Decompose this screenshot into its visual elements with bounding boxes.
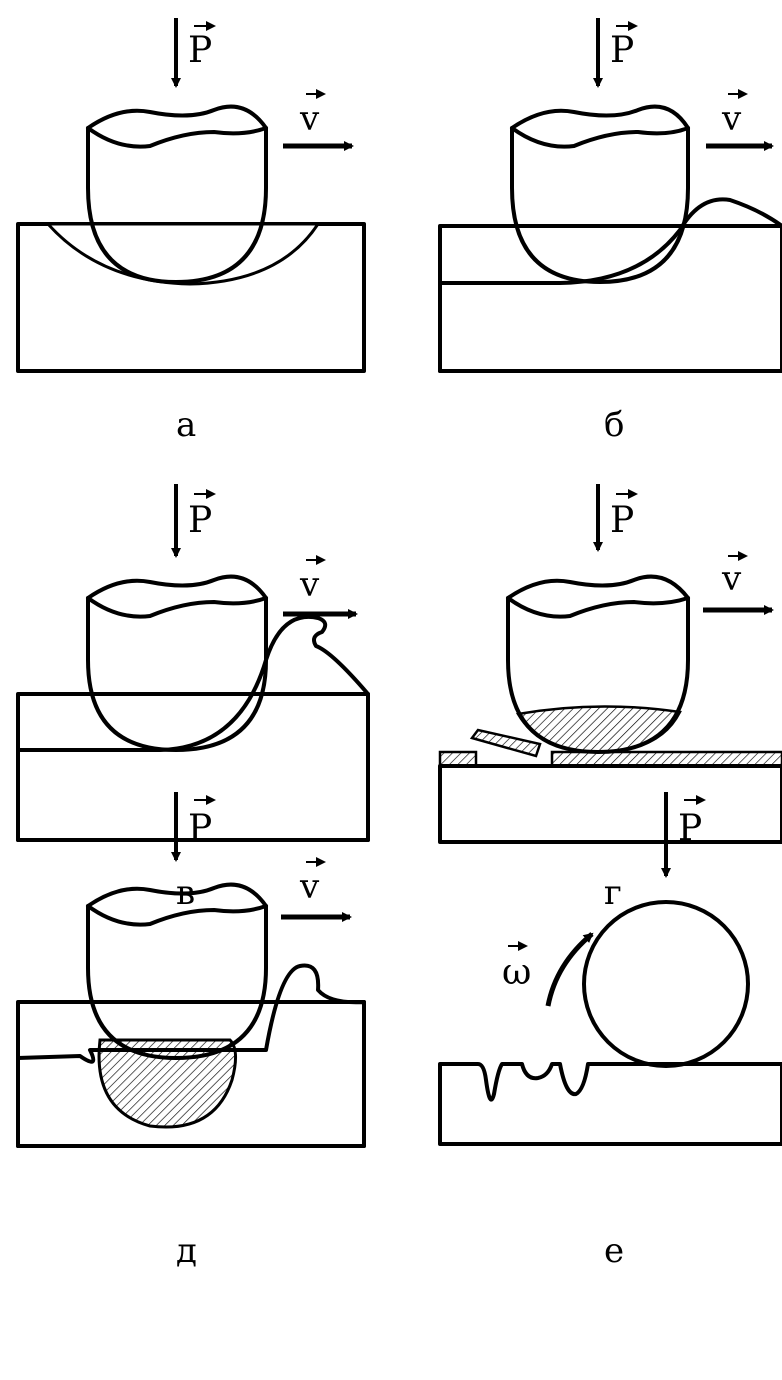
indenter <box>510 126 690 284</box>
indenter <box>86 596 268 752</box>
panel-label: д <box>176 1231 197 1271</box>
panel-d: P v д <box>16 792 366 1271</box>
velocity-symbol: v <box>299 867 320 907</box>
indenter <box>86 904 268 1060</box>
velocity-symbol: v <box>721 99 742 139</box>
force-symbol: P <box>188 808 212 849</box>
panel-e: ω P е <box>438 792 782 1271</box>
indenter-section <box>86 882 268 927</box>
film-right <box>550 750 782 768</box>
force-symbol: P <box>188 500 212 541</box>
indenter-section <box>86 574 268 619</box>
panel-a: P v а <box>16 18 366 445</box>
rolling-ball <box>582 900 750 1068</box>
panel-label: б <box>604 405 624 445</box>
cutting-surface <box>16 614 370 842</box>
rotation-arrow <box>545 932 594 1007</box>
groove <box>44 222 321 286</box>
panel-label: а <box>176 405 196 445</box>
film-left <box>438 750 478 768</box>
panel-g: P v г <box>438 484 782 913</box>
force-symbol: P <box>678 808 702 849</box>
indenter-section <box>510 104 690 149</box>
film-fragment <box>469 728 542 758</box>
deformed-surface <box>438 197 782 373</box>
pitted-surface <box>438 1062 782 1146</box>
panel-label: г <box>604 873 622 913</box>
indenter <box>86 126 268 284</box>
indenter-section <box>86 104 268 149</box>
force-symbol: P <box>188 30 212 71</box>
base-block <box>438 764 782 844</box>
velocity-symbol: v <box>299 99 320 139</box>
transfer-layer <box>516 705 682 754</box>
panel-b: P v б <box>438 18 782 445</box>
velocity-symbol: v <box>299 565 320 605</box>
panel-label: е <box>604 1231 624 1271</box>
force-symbol: P <box>610 30 634 71</box>
force-symbol: P <box>610 500 634 541</box>
base-block <box>438 224 782 373</box>
indenter-section <box>506 574 690 619</box>
seizure-zone <box>97 1038 237 1129</box>
angular-velocity-symbol: ω <box>502 952 531 993</box>
velocity-symbol: v <box>721 559 742 599</box>
cutting-surface <box>16 963 366 1148</box>
